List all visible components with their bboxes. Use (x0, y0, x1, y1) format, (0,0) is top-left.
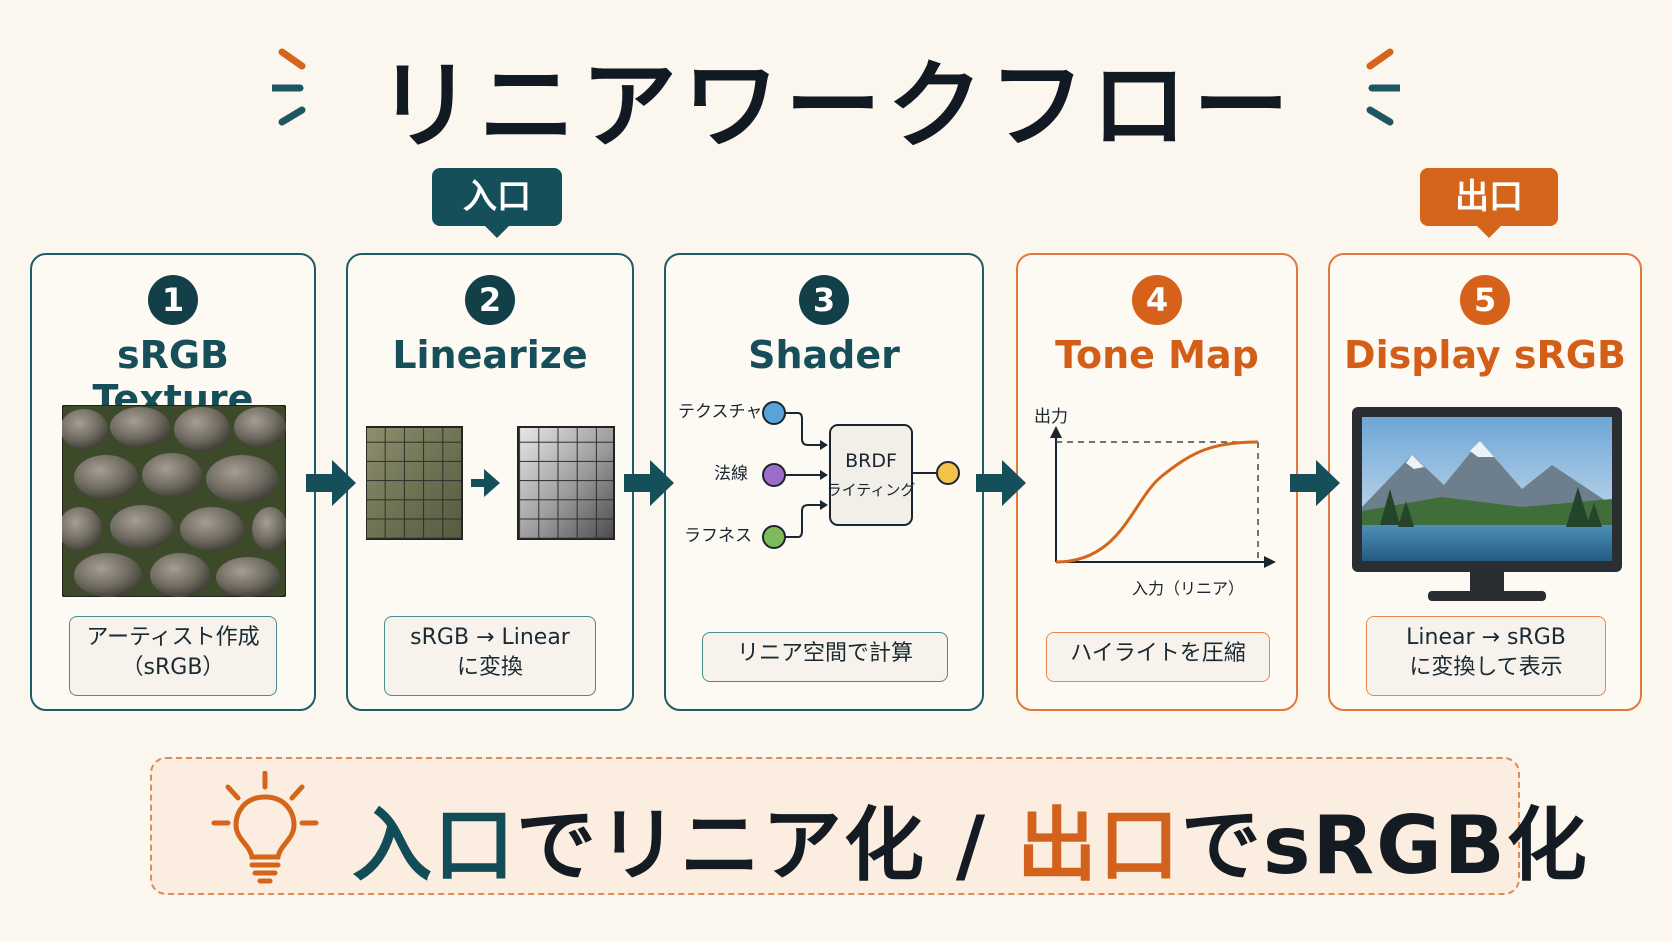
shader-input-port (762, 525, 786, 549)
step-note-line: リニア空間で計算 (736, 641, 913, 666)
shader-output-port (936, 461, 960, 485)
step-note: リニア空間で計算 (702, 632, 948, 682)
shader-input-label: テクスチャ (678, 402, 762, 422)
stone-texture-image (62, 405, 286, 597)
step-note: アーティスト作成 （sRGB） (69, 616, 277, 696)
shader-input-label: ラフネス (684, 526, 752, 546)
summary-srgb: でsRGB化 (1180, 799, 1589, 892)
summary-entry: 入口 (352, 799, 516, 892)
step-number: 5 (1460, 275, 1510, 325)
summary-linearize: でリニア化 (516, 799, 926, 892)
shader-input-port (762, 401, 786, 425)
shader-input-label: 法線 (714, 464, 748, 484)
step-note: ハイライトを圧縮 (1046, 632, 1270, 682)
step-note-line: アーティスト作成 (86, 625, 260, 650)
step-note-line: （sRGB） (121, 655, 225, 680)
tone-curve-x-label: 入力（リニア） (1132, 579, 1244, 598)
brdf-node-label: ライティング (827, 481, 916, 499)
step-number: 3 (799, 275, 849, 325)
summary-text: 入口でリニア化 / 出口でsRGB化 (352, 781, 1589, 897)
step-card-srgb-texture: 1 sRGB Texture アーティスト作成 （sRGB） (30, 253, 316, 711)
step-note-line: に変換して表示 (1409, 655, 1563, 680)
step-number: 4 (1132, 275, 1182, 325)
right-arrow-icon (306, 460, 356, 506)
brdf-node-label: BRDF (845, 450, 897, 472)
step-title: Tone Map (1055, 333, 1259, 377)
tone-curve-line (1055, 440, 1259, 564)
step-number: 1 (148, 275, 198, 325)
step-note-line: sRGB → Linear (410, 625, 570, 650)
sparkle-burst-icon (272, 48, 306, 126)
linearize-grid-illustration (366, 426, 615, 540)
tone-curve-chart: 出力 入力（リニア） (1034, 407, 1276, 598)
step-title: Shader (748, 333, 900, 377)
lightbulb-icon (211, 771, 319, 884)
exit-tag: 出口 (1420, 168, 1558, 238)
brdf-node (829, 424, 913, 526)
right-arrow-icon (976, 460, 1026, 506)
step-note-line: に変換 (456, 655, 523, 680)
tone-curve-y-label: 出力 (1034, 407, 1068, 427)
step-card-linearize: 2 Linearize sRGB → Linear に変換 (346, 253, 634, 711)
step-card-shader: 3 Shader テクスチャ 法線 ラフネス BRDF ライティング リニア空間… (664, 253, 984, 711)
shader-input-port (762, 463, 786, 487)
step-title: Display sRGB (1344, 333, 1626, 377)
right-arrow-icon (624, 460, 674, 506)
shader-node-diagram: テクスチャ 法線 ラフネス BRDF ライティング (678, 401, 960, 549)
page-title: リニアワークフロー (377, 50, 1295, 162)
step-number: 2 (465, 275, 515, 325)
summary-banner: 入口でリニア化 / 出口でsRGB化 (150, 757, 1587, 895)
summary-exit: 出口 (1016, 799, 1181, 892)
entry-tag: 入口 (432, 168, 562, 238)
step-note-line: ハイライトを圧縮 (1070, 641, 1246, 666)
step-card-tone-map: 4 Tone Map 出力 入力（リニア） ハイライトを圧縮 (1016, 253, 1298, 711)
step-title: sRGB Texture (92, 333, 254, 421)
summary-separator: / (926, 799, 1017, 892)
step-title: Linearize (392, 333, 588, 377)
sparkle-burst-icon (1366, 48, 1400, 126)
step-note: Linear → sRGB に変換して表示 (1366, 616, 1606, 696)
monitor-icon (1352, 407, 1622, 601)
right-arrow-icon (1290, 460, 1340, 506)
step-note: sRGB → Linear に変換 (384, 616, 596, 696)
step-card-display-srgb: 5 Display sRGB Linear → sRGB に変換して表示 (1328, 253, 1642, 711)
step-note-line: Linear → sRGB (1406, 625, 1566, 650)
